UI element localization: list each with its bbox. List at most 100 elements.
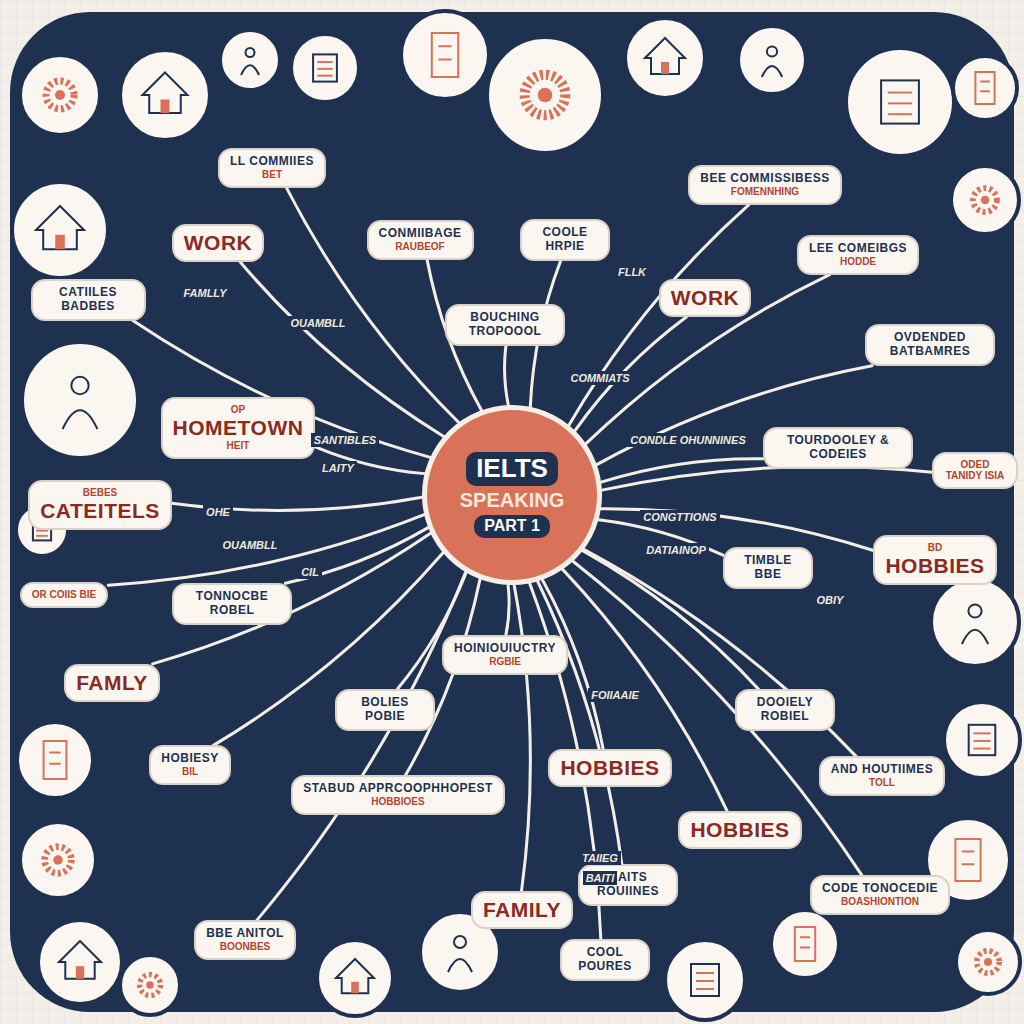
- topic-box: FAMLY: [64, 664, 160, 702]
- icon-ring: [944, 702, 1020, 778]
- icon-ring: [665, 940, 745, 1020]
- house-icon: [336, 959, 374, 993]
- topic-box: COOL POURES: [560, 939, 650, 981]
- icon-circle: [12, 182, 108, 278]
- branch-line: [514, 585, 530, 891]
- icon-circle: [953, 56, 1017, 120]
- icon-circle: [120, 50, 210, 140]
- house-icon: [59, 941, 101, 979]
- icon-circle: [20, 55, 100, 135]
- center-label: IELTS: [466, 452, 558, 486]
- branch-line: [602, 467, 932, 491]
- gear-hub: [984, 958, 992, 966]
- topic-text: AND HOUTIIMES: [831, 763, 934, 777]
- icon-circle: [401, 11, 489, 99]
- icon-ring: [317, 940, 393, 1016]
- building-floors: [980, 82, 990, 92]
- gear-hub: [53, 855, 63, 865]
- floating-label: FOIIAAIE: [588, 688, 642, 702]
- document-icon: [881, 80, 919, 123]
- door: [76, 966, 84, 979]
- icon-circle: [738, 26, 806, 94]
- person-body: [63, 410, 98, 429]
- icon-circle: [956, 930, 1020, 994]
- building-floors: [800, 937, 810, 947]
- doc-line: [317, 61, 332, 63]
- topic-text: COOLE HRPIE: [532, 226, 598, 254]
- icon-circle: [38, 920, 122, 1004]
- topic-box: CATIILES BADBES: [31, 279, 146, 321]
- topic-box: BBE ANITOLBOONBES: [194, 920, 296, 959]
- topic-text: DOOIELY ROBIEL: [747, 696, 823, 724]
- floating-label: FAMLLY: [180, 286, 229, 300]
- topic-text: RGBIE: [454, 656, 556, 668]
- icon-ring: [953, 56, 1017, 120]
- icon-ring: [951, 166, 1019, 234]
- icon-circle: [22, 342, 138, 458]
- branch-line: [584, 549, 856, 756]
- branch-line: [153, 533, 431, 664]
- branch-line: [538, 581, 622, 864]
- icon-circle: [20, 822, 96, 898]
- floating-label: COMMIATS: [567, 371, 632, 385]
- icon-ring: [38, 920, 122, 1004]
- topic-text: BOASHIONTION: [822, 896, 938, 908]
- building-floors: [438, 46, 451, 59]
- topic-text: LEE COMEIBGS: [809, 242, 907, 256]
- icon-circle: [931, 578, 1019, 666]
- gear-hub: [981, 196, 990, 205]
- topic-box: TOURDOOLEY & CODEIES: [763, 427, 913, 469]
- topic-text: BET: [230, 169, 314, 181]
- icon-circle: [846, 48, 954, 156]
- topic-box: CODE TONOCEDIEBOASHIONTION: [810, 875, 950, 914]
- center-label: PART 1: [474, 515, 550, 537]
- topic-text: OP: [173, 404, 304, 416]
- topic-text: HOINIOUIUCTRY: [454, 642, 556, 656]
- topic-text: COOL POURES: [572, 946, 638, 974]
- topic-box: BOUCHING TROPOOOL: [445, 304, 565, 346]
- topic-heading: HOBBIES: [560, 756, 659, 780]
- gear-icon: [45, 847, 72, 874]
- door: [661, 62, 669, 74]
- topic-box: OVDENDED BATBAMRES: [865, 324, 995, 366]
- topic-box: HOBIESYBIL: [149, 745, 231, 784]
- topic-text: HODDE: [809, 256, 907, 268]
- topic-text: TONNOCBE ROBEL: [184, 590, 280, 618]
- house-icon: [143, 73, 188, 114]
- topic-heading: FAMLY: [76, 671, 148, 695]
- topic-text: BIL: [161, 766, 219, 778]
- doc-line: [888, 113, 912, 115]
- floating-label: LAITY: [319, 461, 357, 475]
- floating-label: CONGTTIONS: [640, 510, 719, 524]
- topic-text: BOUCHING TROPOOOL: [457, 311, 553, 339]
- doc-line: [36, 530, 48, 532]
- icon-circle: [220, 30, 280, 90]
- person-head: [767, 46, 777, 56]
- topic-heading: WORK: [184, 231, 253, 255]
- person-head: [71, 377, 88, 394]
- person-body: [962, 630, 988, 644]
- topic-text: TIMBLE BBE: [735, 554, 801, 582]
- floating-label: CIL: [298, 565, 322, 579]
- topic-box: AND HOUTIIMESTOLL: [819, 756, 946, 795]
- center-circle: IELTSSPEAKINGPART 1: [422, 405, 602, 585]
- icon-ring: [956, 930, 1020, 994]
- branch-line: [601, 509, 873, 551]
- topic-text: STABUD APPRCOOPHHOPEST: [303, 782, 493, 796]
- icon-circle: [291, 34, 359, 102]
- doc-line: [696, 980, 714, 982]
- topic-box: LL COMMIIESBET: [218, 148, 326, 187]
- icon-circle: [665, 940, 745, 1020]
- gear-icon: [46, 81, 74, 109]
- topic-heading: CATEITELS: [40, 499, 160, 523]
- icon-circle: [771, 910, 839, 978]
- topic-text: CONMIIBAGE: [379, 227, 462, 241]
- topic-text: FOMENNHING: [700, 186, 829, 198]
- door: [161, 100, 170, 114]
- floating-label: SANTIBLES: [311, 433, 379, 447]
- doc-line: [888, 92, 912, 94]
- icon-ring: [487, 37, 603, 153]
- doc-line: [973, 732, 990, 734]
- topic-text: HOBIESY: [161, 752, 219, 766]
